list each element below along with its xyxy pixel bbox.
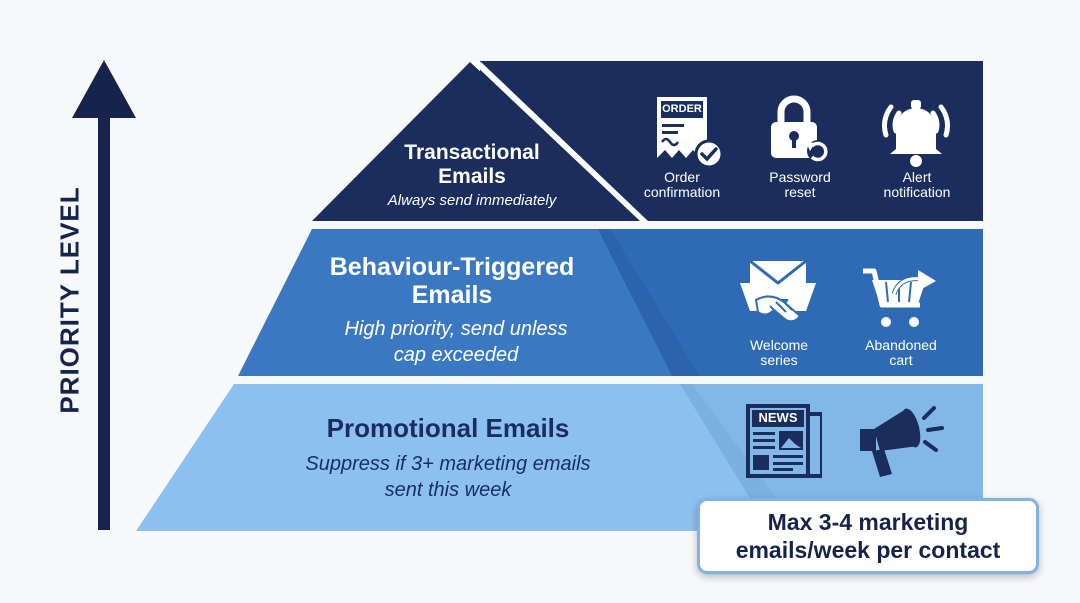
marketing-cap-note-line2: emails/week per contact xyxy=(735,537,1001,563)
priority-level-axis-label: PRIORITY LEVEL xyxy=(54,186,85,414)
behaviour-subtitle-line1: High priority, send unless xyxy=(344,318,568,340)
promotional-subtitle-line1: Suppress if 3+ marketing emails xyxy=(305,453,591,475)
order-badge-text: ORDER xyxy=(662,103,702,115)
promotional-subtitle: Suppress if 3+ marketing emails sent thi… xyxy=(268,451,628,503)
alert-notification-label: Alert notification xyxy=(862,170,972,200)
marketing-cap-note: Max 3-4 marketing emails/week per contac… xyxy=(697,498,1039,574)
transactional-title: Transactional Emails xyxy=(372,141,572,189)
alert-notification-label-line1: Alert xyxy=(902,169,932,185)
welcome-series-label-line1: Welcome xyxy=(749,337,809,353)
abandoned-cart-label-line2: cart xyxy=(889,352,913,368)
transactional-title-line1: Transactional xyxy=(404,141,540,164)
welcome-series-label-line2: series xyxy=(760,352,798,368)
transactional-subtitle: Always send immediately xyxy=(387,192,557,209)
shopping-cart-icon xyxy=(863,268,936,327)
marketing-cap-note-text: Max 3-4 marketing emails/week per contac… xyxy=(708,508,1028,564)
order-confirmation-label-line2: confirmation xyxy=(643,184,721,200)
behaviour-subtitle-line2: cap exceeded xyxy=(393,344,519,366)
password-reset-label-line2: reset xyxy=(784,184,816,200)
handshake-envelope-icon xyxy=(740,259,816,323)
newspaper-icon xyxy=(746,404,822,478)
order-receipt-icon xyxy=(657,97,724,169)
promotional-subtitle-line2: sent this week xyxy=(384,479,512,501)
behaviour-title-line1: Behaviour-Triggered xyxy=(329,253,575,281)
megaphone-icon xyxy=(860,406,944,477)
behaviour-title: Behaviour-Triggered Emails xyxy=(292,253,612,309)
transactional-title-line2: Emails xyxy=(438,165,506,188)
password-reset-label-line1: Password xyxy=(769,169,831,185)
behaviour-subtitle: High priority, send unless cap exceeded xyxy=(296,316,616,368)
padlock-reset-icon xyxy=(771,95,829,162)
bell-icon xyxy=(882,100,950,167)
marketing-cap-note-line1: Max 3-4 marketing xyxy=(767,509,969,535)
abandoned-cart-label-line1: Abandoned xyxy=(865,337,937,353)
behaviour-title-line2: Emails xyxy=(411,281,493,309)
welcome-series-label: Welcome series xyxy=(724,338,834,368)
priority-axis-arrow xyxy=(72,60,136,530)
password-reset-label: Password reset xyxy=(745,170,855,200)
abandoned-cart-label: Abandoned cart xyxy=(846,338,956,368)
order-confirmation-label: Order confirmation xyxy=(627,170,737,200)
order-confirmation-label-line1: Order xyxy=(664,169,700,185)
promotional-title: Promotional Emails xyxy=(326,413,570,443)
news-badge-text: NEWS xyxy=(758,410,798,425)
alert-notification-label-line2: notification xyxy=(883,184,951,200)
